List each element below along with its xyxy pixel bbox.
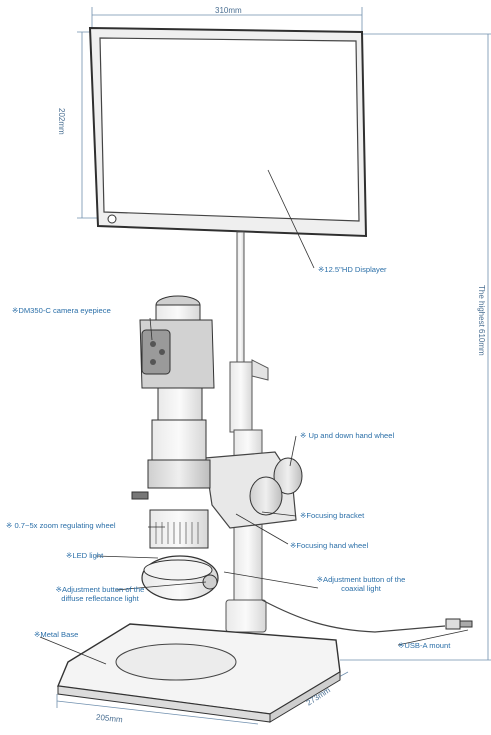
up-down-wheel-label: ※ Up and down hand wheel [300,431,395,440]
total-height-dimension-label: The highest 610mm [477,285,486,356]
coaxial-button-label: ※Adjustment button of the coaxial light [316,575,406,593]
camera-assembly [131,295,219,601]
camera-eyepiece-label: ※DM350-C camera eyepiece [12,306,111,315]
led-light-label: ※LED light [66,551,104,560]
focusing-wheel-label: ※Focusing hand wheel [290,541,369,550]
monitor-pole [236,231,245,373]
diffuse-button-label: ※Adjustment button of the diffuse reflec… [55,585,145,603]
focusing-bracket-label: ※Focusing bracket [300,511,365,520]
usb-mount-label: ※USB-A mount [398,641,451,650]
display-monitor [88,26,368,238]
usb-cable [261,599,473,633]
zoom-wheel-label: ※ 0.7~5x zoom regulating wheel [6,521,116,530]
screen-height-dimension-label: 202mm [57,108,66,135]
metal-base [57,623,341,723]
leader-lines [39,169,469,665]
metal-base-label: ※Metal Base [34,630,79,639]
width-dimension-label: 310mm [215,6,242,15]
focusing-bracket [204,451,303,529]
display-label: ※12.5"HD Displayer [318,265,387,274]
